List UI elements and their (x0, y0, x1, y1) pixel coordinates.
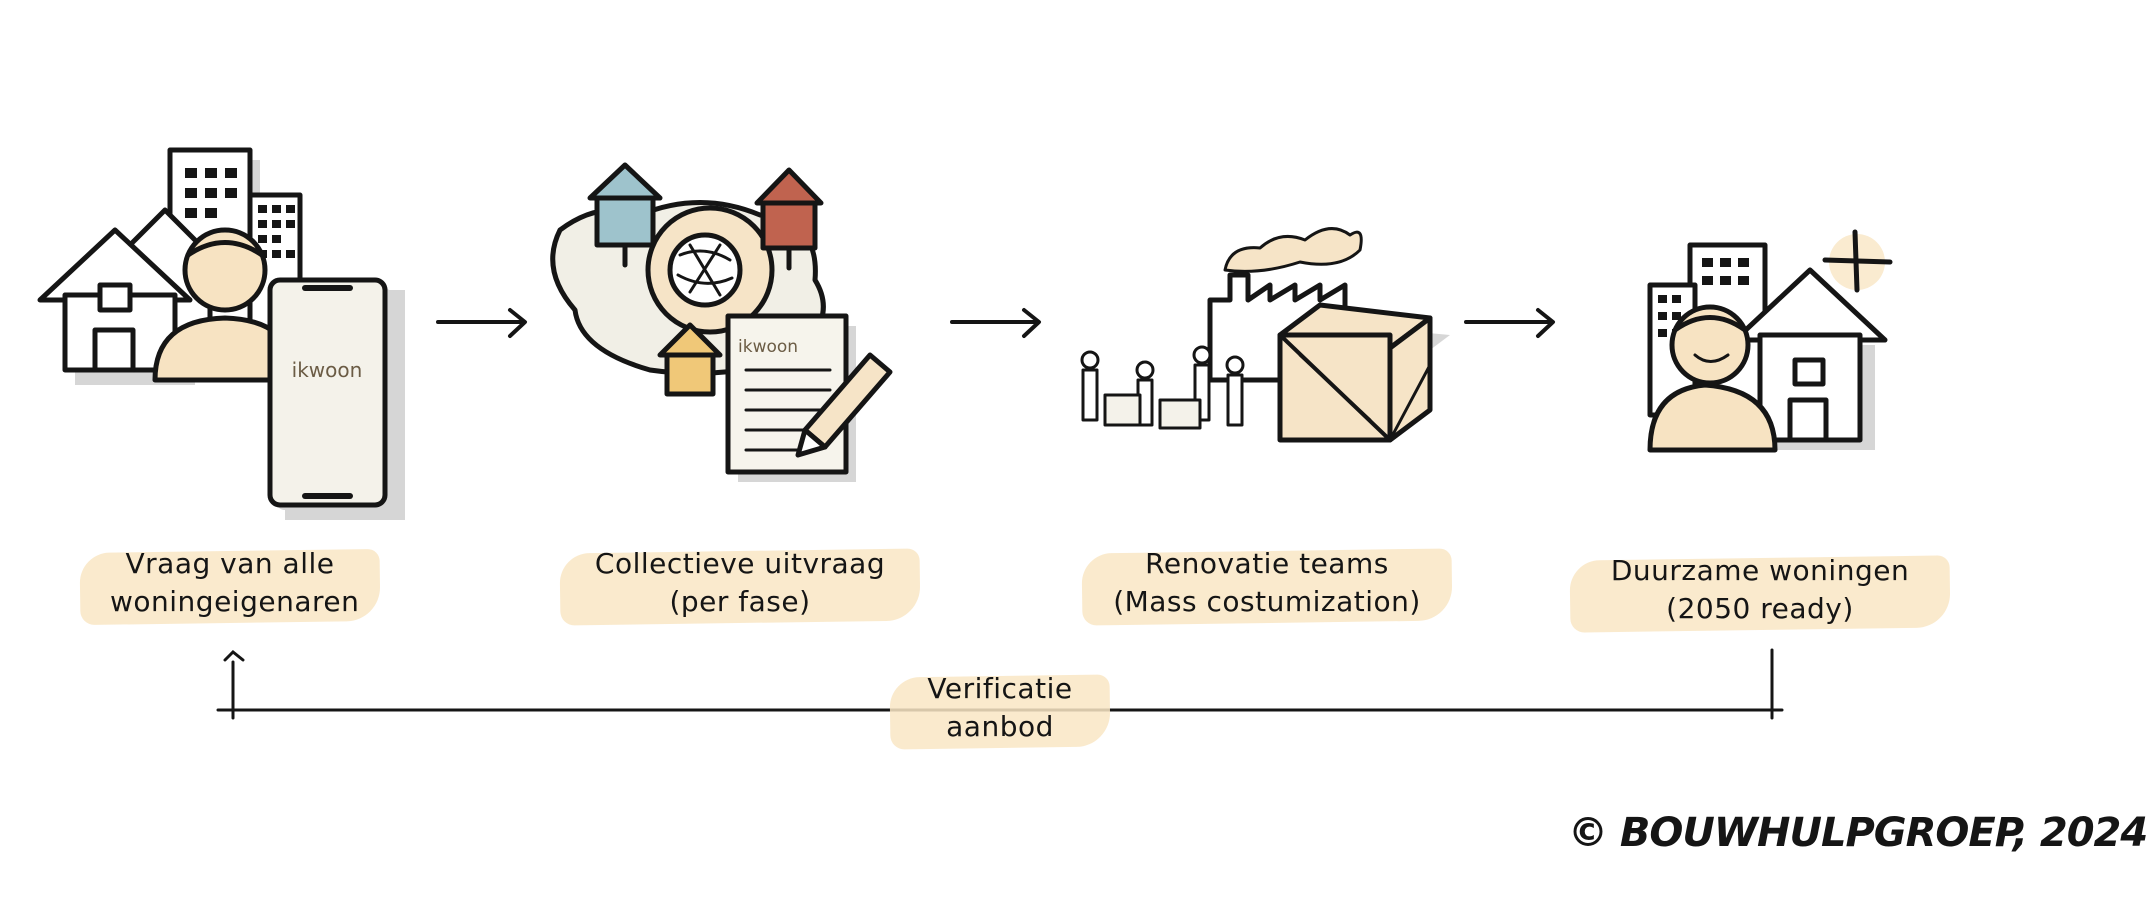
step-1-line-1: Vraag van alle (125, 547, 335, 580)
collective-tender-icon (550, 162, 893, 482)
step-4-line-2: (2050 ready) (1666, 592, 1854, 625)
arrow-right-icon (950, 308, 1041, 338)
ikwoon-brand: ikwoon (292, 358, 363, 382)
step-3-line-1: Renovatie teams (1145, 547, 1389, 580)
arrow-right-icon (1464, 308, 1555, 338)
step-3-line-2: (Mass costumization) (1113, 585, 1421, 618)
step-label-sustainable-homes: Duurzame woningen (2050 ready) (1569, 552, 1951, 633)
step-label-renovation-teams: Renovatie teams (Mass costumization) (1081, 545, 1453, 626)
arrow-right-icon (436, 308, 527, 338)
step-label-homeowners: Vraag van alle woningeigenaren (79, 545, 381, 626)
feedback-line-2: aanbod (946, 710, 1054, 743)
feedback-line-1: Verificatie (927, 672, 1073, 705)
sustainable-homes-icon (1647, 229, 1893, 453)
copyright-signature: © BOUWHULPGROEP, 2024 (1568, 810, 2147, 856)
feedback-label: Verificatie aanbod (889, 670, 1111, 750)
step-2-line-2: (per fase) (669, 585, 811, 618)
step-label-collective-tender: Collectieve uitvraag (per fase) (559, 545, 921, 626)
homeowners-icon (37, 147, 405, 520)
step-1-line-2: woningeigenaren (110, 585, 360, 618)
step-2-line-1: Collectieve uitvraag (594, 547, 886, 580)
step-4-line-1: Duurzame woningen (1610, 554, 1910, 587)
ikwoon-brand-document: ikwoon (738, 337, 798, 357)
renovation-factory-icon (1080, 227, 1450, 443)
process-diagram: ikwoon i (37, 147, 1893, 720)
